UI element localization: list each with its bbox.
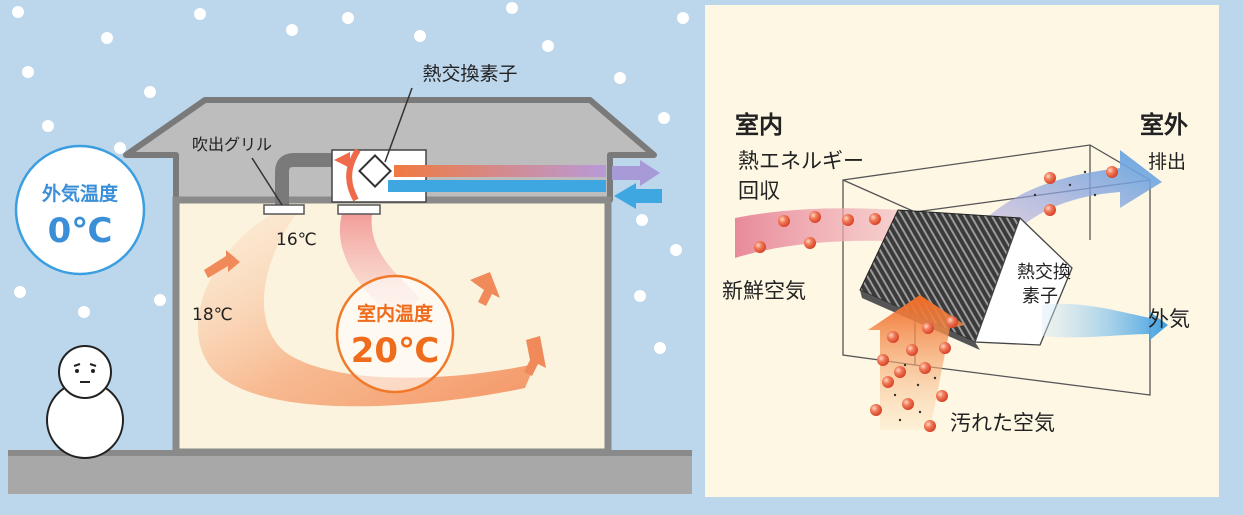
intake-grille — [337, 204, 381, 215]
outdoor-label: 室外 — [1140, 111, 1188, 139]
exhaust-air-flow — [990, 150, 1162, 232]
heat-recovery-label-line2: 回収 — [738, 179, 780, 203]
element-label-line1: 熱交換 — [1017, 262, 1071, 283]
fresh-air-label: 新鮮空気 — [722, 279, 806, 303]
indoor-temp-badge: 室内温度 20℃ — [335, 274, 455, 394]
outside-air-label: 外気 — [1148, 307, 1190, 331]
temp-16-label: 16℃ — [276, 230, 317, 250]
exhaust-pipe — [394, 165, 606, 177]
outdoor-temp-label: 外気温度 — [42, 182, 119, 205]
element-label-line2: 素子 — [1022, 286, 1058, 307]
outlet-grille — [263, 204, 305, 215]
exhaust-label: 排出 — [1148, 151, 1186, 173]
ground — [8, 454, 692, 494]
supply-duct — [275, 153, 340, 206]
dirty-air-flow — [868, 295, 965, 430]
exhaust-arrow — [612, 160, 660, 186]
outdoor-temp-badge: 外気温度 0℃ — [14, 144, 146, 276]
exchanger-scene: 室内 室外 熱エネルギー 回収 排出 新鮮空気 熱交換 素子 外気 汚れた空気 — [705, 5, 1219, 497]
heat-particles — [754, 166, 1118, 432]
warm-air-flow — [197, 214, 535, 407]
outlet-grille-label: 吹出グリル — [192, 135, 272, 154]
heat-exchanger-label: 熱交換素子 — [422, 63, 517, 85]
dust-specks — [893, 170, 1097, 422]
outdoor-temp-value: 0℃ — [48, 211, 113, 251]
heat-recovery-label-line1: 熱エネルギー — [738, 149, 864, 173]
indoor-temp-label: 室内温度 — [357, 302, 434, 325]
indoor-temp-value: 20℃ — [351, 331, 440, 371]
dirty-air-label: 汚れた空気 — [950, 411, 1055, 435]
house-scene: 熱交換素子 吹出グリル 16℃ 18℃ 外気温度 0℃ 室内温度 20℃ — [8, 2, 692, 494]
intake-pipe — [388, 180, 606, 192]
snowman — [46, 345, 124, 459]
indoor-label: 室内 — [735, 111, 783, 139]
intake-arrow — [614, 183, 662, 209]
temp-18-label: 18℃ — [192, 305, 233, 325]
heat-exchanger-element — [358, 154, 392, 188]
flow-arrows — [204, 250, 546, 376]
outside-air-flow — [1042, 303, 1168, 340]
